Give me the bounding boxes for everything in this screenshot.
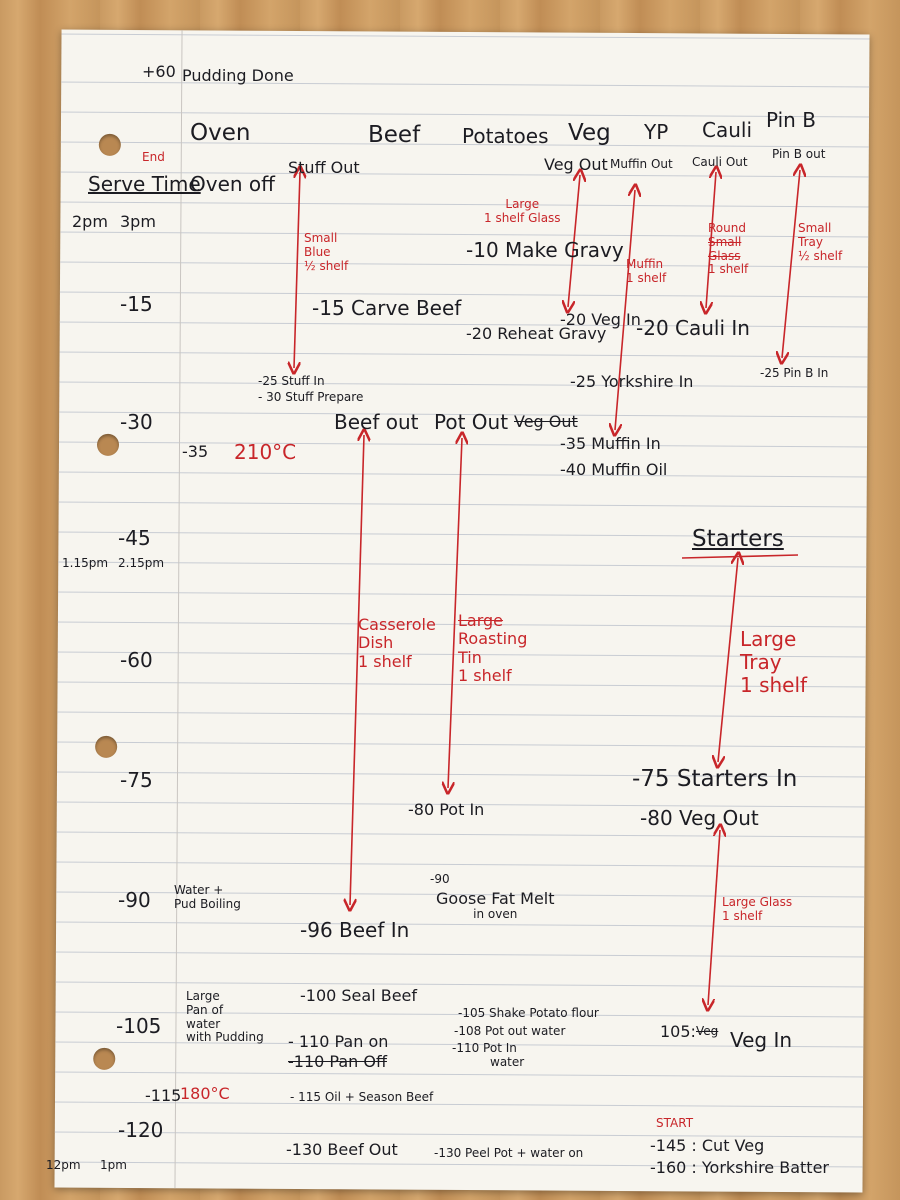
stuff-prepare: - 30 Stuff Prepare (258, 390, 364, 404)
time-1pm: 1pm (100, 1158, 127, 1172)
time-label: -120 (118, 1118, 164, 1142)
beef-out-130: -130 Beef Out (286, 1140, 398, 1159)
header-veg: Veg (568, 120, 611, 146)
header-potatoes: Potatoes (462, 124, 549, 148)
time-label: -15 (120, 292, 153, 316)
pan-on: - 110 Pan on (288, 1032, 389, 1051)
seal-beef: -100 Seal Beef (300, 986, 418, 1005)
oven-off: Oven off (190, 172, 275, 196)
pinb-in: -25 Pin B In (760, 366, 829, 380)
pot-out-water: -108 Pot out water (454, 1024, 566, 1038)
time-label: -75 (120, 768, 153, 792)
muffin-oil: -40 Muffin Oil (560, 460, 668, 479)
header-cauli: Cauli (702, 118, 753, 142)
time-2-15pm: 2.15pm (118, 556, 165, 570)
end-label: End (142, 150, 165, 164)
stuff-in: -25 Stuff In (258, 374, 325, 388)
cauli-in: -20 Cauli In (636, 316, 750, 340)
header-oven: Oven (190, 120, 251, 146)
oven-temp-210: 210°C (234, 440, 297, 464)
veg-in: -20 Veg In (560, 310, 641, 329)
cut-veg: -145 : Cut Veg (650, 1136, 765, 1155)
time-label: -105 (116, 1014, 162, 1038)
top-note-text: Pudding Done (182, 66, 294, 85)
start-label: START (656, 1116, 694, 1130)
cauli-dish-note: Round Small Glass 1 shelf (708, 221, 749, 277)
punch-hole (98, 133, 121, 156)
veg-in-105-struck: Veg (696, 1024, 719, 1038)
veg-out-struck: Veg Out (514, 412, 578, 431)
goose-time: -90 (430, 872, 450, 886)
margin-line (174, 30, 183, 1189)
beef-out: Beef out (334, 410, 419, 434)
punch-hole (95, 735, 118, 758)
yorkshire-in: -25 Yorkshire In (570, 372, 694, 391)
punch-hole (96, 433, 120, 456)
veg-in-105-prefix: 105: (660, 1022, 696, 1041)
pot-in: -80 Pot In (408, 800, 485, 819)
veg-in-105: Veg In (730, 1028, 793, 1052)
muffin-in: -35 Muffin In (560, 434, 661, 453)
carve-beef: -15 Carve Beef (312, 296, 462, 320)
veg-out: Veg Out (544, 155, 608, 174)
punch-hole (93, 1047, 116, 1070)
cauli-out: Cauli Out (692, 155, 748, 169)
beef-in: -96 Beef In (300, 918, 410, 942)
serve-time: Serve Time (88, 172, 201, 196)
shake-potato: -105 Shake Potato flour (458, 1006, 599, 1020)
header-yp: YP (644, 120, 669, 144)
time-label: -45 (118, 526, 151, 550)
header-pinb: Pin B (766, 108, 816, 132)
header-beef: Beef (368, 122, 421, 148)
time-1-15pm: 1.15pm (62, 556, 109, 570)
pinb-out: Pin B out (772, 147, 826, 161)
make-gravy: -10 Make Gravy (466, 238, 624, 262)
oven-temp-180: 180°C (180, 1084, 230, 1103)
time-3pm: 3pm (120, 212, 156, 231)
oil-season: - 115 Oil + Season Beef (290, 1090, 434, 1104)
pot-out: Pot Out (434, 410, 509, 434)
peel-pot: -130 Peel Pot + water on (434, 1146, 584, 1160)
time-label: -30 (120, 410, 153, 434)
time-label: -60 (120, 648, 153, 672)
reheat-gravy: -20 Reheat Gravy (466, 324, 607, 343)
time-2pm: 2pm (72, 212, 108, 231)
muffin-out: Muffin Out (610, 157, 673, 171)
starters-in: -75 Starters In (632, 766, 798, 792)
starters-heading: Starters (692, 526, 784, 552)
time-label: -90 (118, 888, 151, 912)
time-12pm: 12pm (46, 1158, 81, 1172)
stuff-out: Stuff Out (288, 158, 360, 177)
veg-out-80: -80 Veg Out (640, 806, 759, 830)
time-label: -115 (145, 1086, 182, 1105)
top-note-time: +60 (142, 62, 176, 81)
pan-off-struck: -110 Pan Off (288, 1052, 387, 1071)
yorkshire-batter: -160 : Yorkshire Batter (650, 1158, 829, 1177)
oven-temp-time: -35 (182, 442, 209, 461)
water-boiling: Water +Pud Boiling (174, 883, 241, 911)
